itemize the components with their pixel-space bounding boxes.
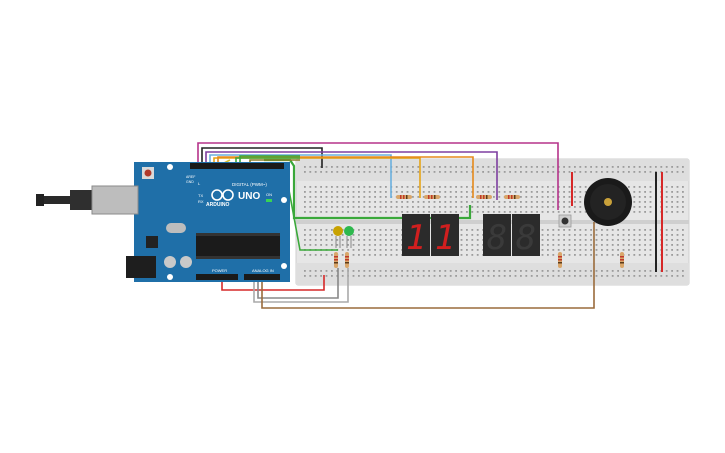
- power-header-label: POWER: [212, 268, 227, 273]
- analog-header-label: ANALOG IN: [252, 268, 274, 273]
- digit-2-value: 1: [435, 218, 455, 258]
- resistor-4[interactable]: [504, 195, 520, 199]
- wire-yellow[interactable]: [213, 157, 421, 198]
- wire-red-power[interactable]: [221, 275, 325, 291]
- wire-magenta[interactable]: [197, 142, 559, 210]
- atmega-chip: [196, 236, 280, 256]
- resistor-led-2[interactable]: [345, 252, 349, 268]
- wire-gray-a1[interactable]: [253, 268, 349, 303]
- resistor-led-1[interactable]: [334, 252, 338, 268]
- rx-label: RX: [198, 199, 204, 204]
- digit-4-value: 8: [516, 218, 536, 258]
- wire-green-b[interactable]: [239, 155, 300, 163]
- wire-orange[interactable]: [217, 156, 474, 198]
- led-yellow[interactable]: [333, 226, 343, 248]
- digit-1-value: 1: [406, 218, 426, 258]
- arduino-model-label: UNO: [238, 191, 260, 202]
- usb-cable-icon[interactable]: [36, 185, 139, 215]
- resistor-3[interactable]: [476, 195, 492, 199]
- digit-3-value: 8: [487, 218, 507, 258]
- analog-header[interactable]: [244, 274, 280, 280]
- tx-label: TX: [198, 193, 203, 198]
- buzzer-icon[interactable]: [584, 178, 632, 226]
- wire-green-a[interactable]: [235, 157, 300, 163]
- wires[interactable]: [197, 142, 595, 309]
- wire-brown[interactable]: [261, 222, 595, 309]
- power-led: [266, 199, 272, 202]
- arduino-brand-label: ARDUINO: [206, 202, 229, 208]
- seven-segment-digit-1[interactable]: 1: [402, 214, 430, 258]
- led-green[interactable]: [344, 226, 354, 248]
- power-header[interactable]: [196, 274, 238, 280]
- dc-jack-icon[interactable]: [126, 256, 156, 278]
- on-label: ON: [266, 192, 272, 197]
- resistor-button[interactable]: [558, 252, 562, 268]
- wire-gray-a0[interactable]: [257, 268, 339, 299]
- gnd-label: GND: [186, 180, 194, 184]
- wire-light-blue[interactable]: [209, 154, 392, 198]
- seven-segment-digit-2[interactable]: 1: [431, 214, 459, 258]
- arduino-uno-board[interactable]: DIGITAL (PWM~) POWER ANALOG IN ARDUINO U…: [36, 162, 290, 282]
- resistor-1[interactable]: [396, 195, 412, 199]
- seven-segment-digit-3[interactable]: 8: [483, 214, 511, 258]
- aref-label: AREF: [186, 175, 195, 179]
- l-label: L: [198, 181, 201, 186]
- wire-purple[interactable]: [205, 151, 498, 200]
- reset-button-icon[interactable]: [142, 167, 154, 179]
- resistor-buzzer[interactable]: [620, 252, 624, 268]
- digital-header[interactable]: [190, 163, 284, 169]
- resistors[interactable]: [334, 195, 624, 268]
- seven-segment-digit-4[interactable]: 8: [512, 214, 540, 258]
- arduino-logo-icon: [211, 189, 234, 201]
- pushbutton-icon[interactable]: [558, 214, 572, 228]
- digital-header-label: DIGITAL (PWM~): [232, 182, 267, 187]
- seven-segment-displays[interactable]: 1 1 8 8: [402, 214, 540, 258]
- resistor-2[interactable]: [424, 195, 440, 199]
